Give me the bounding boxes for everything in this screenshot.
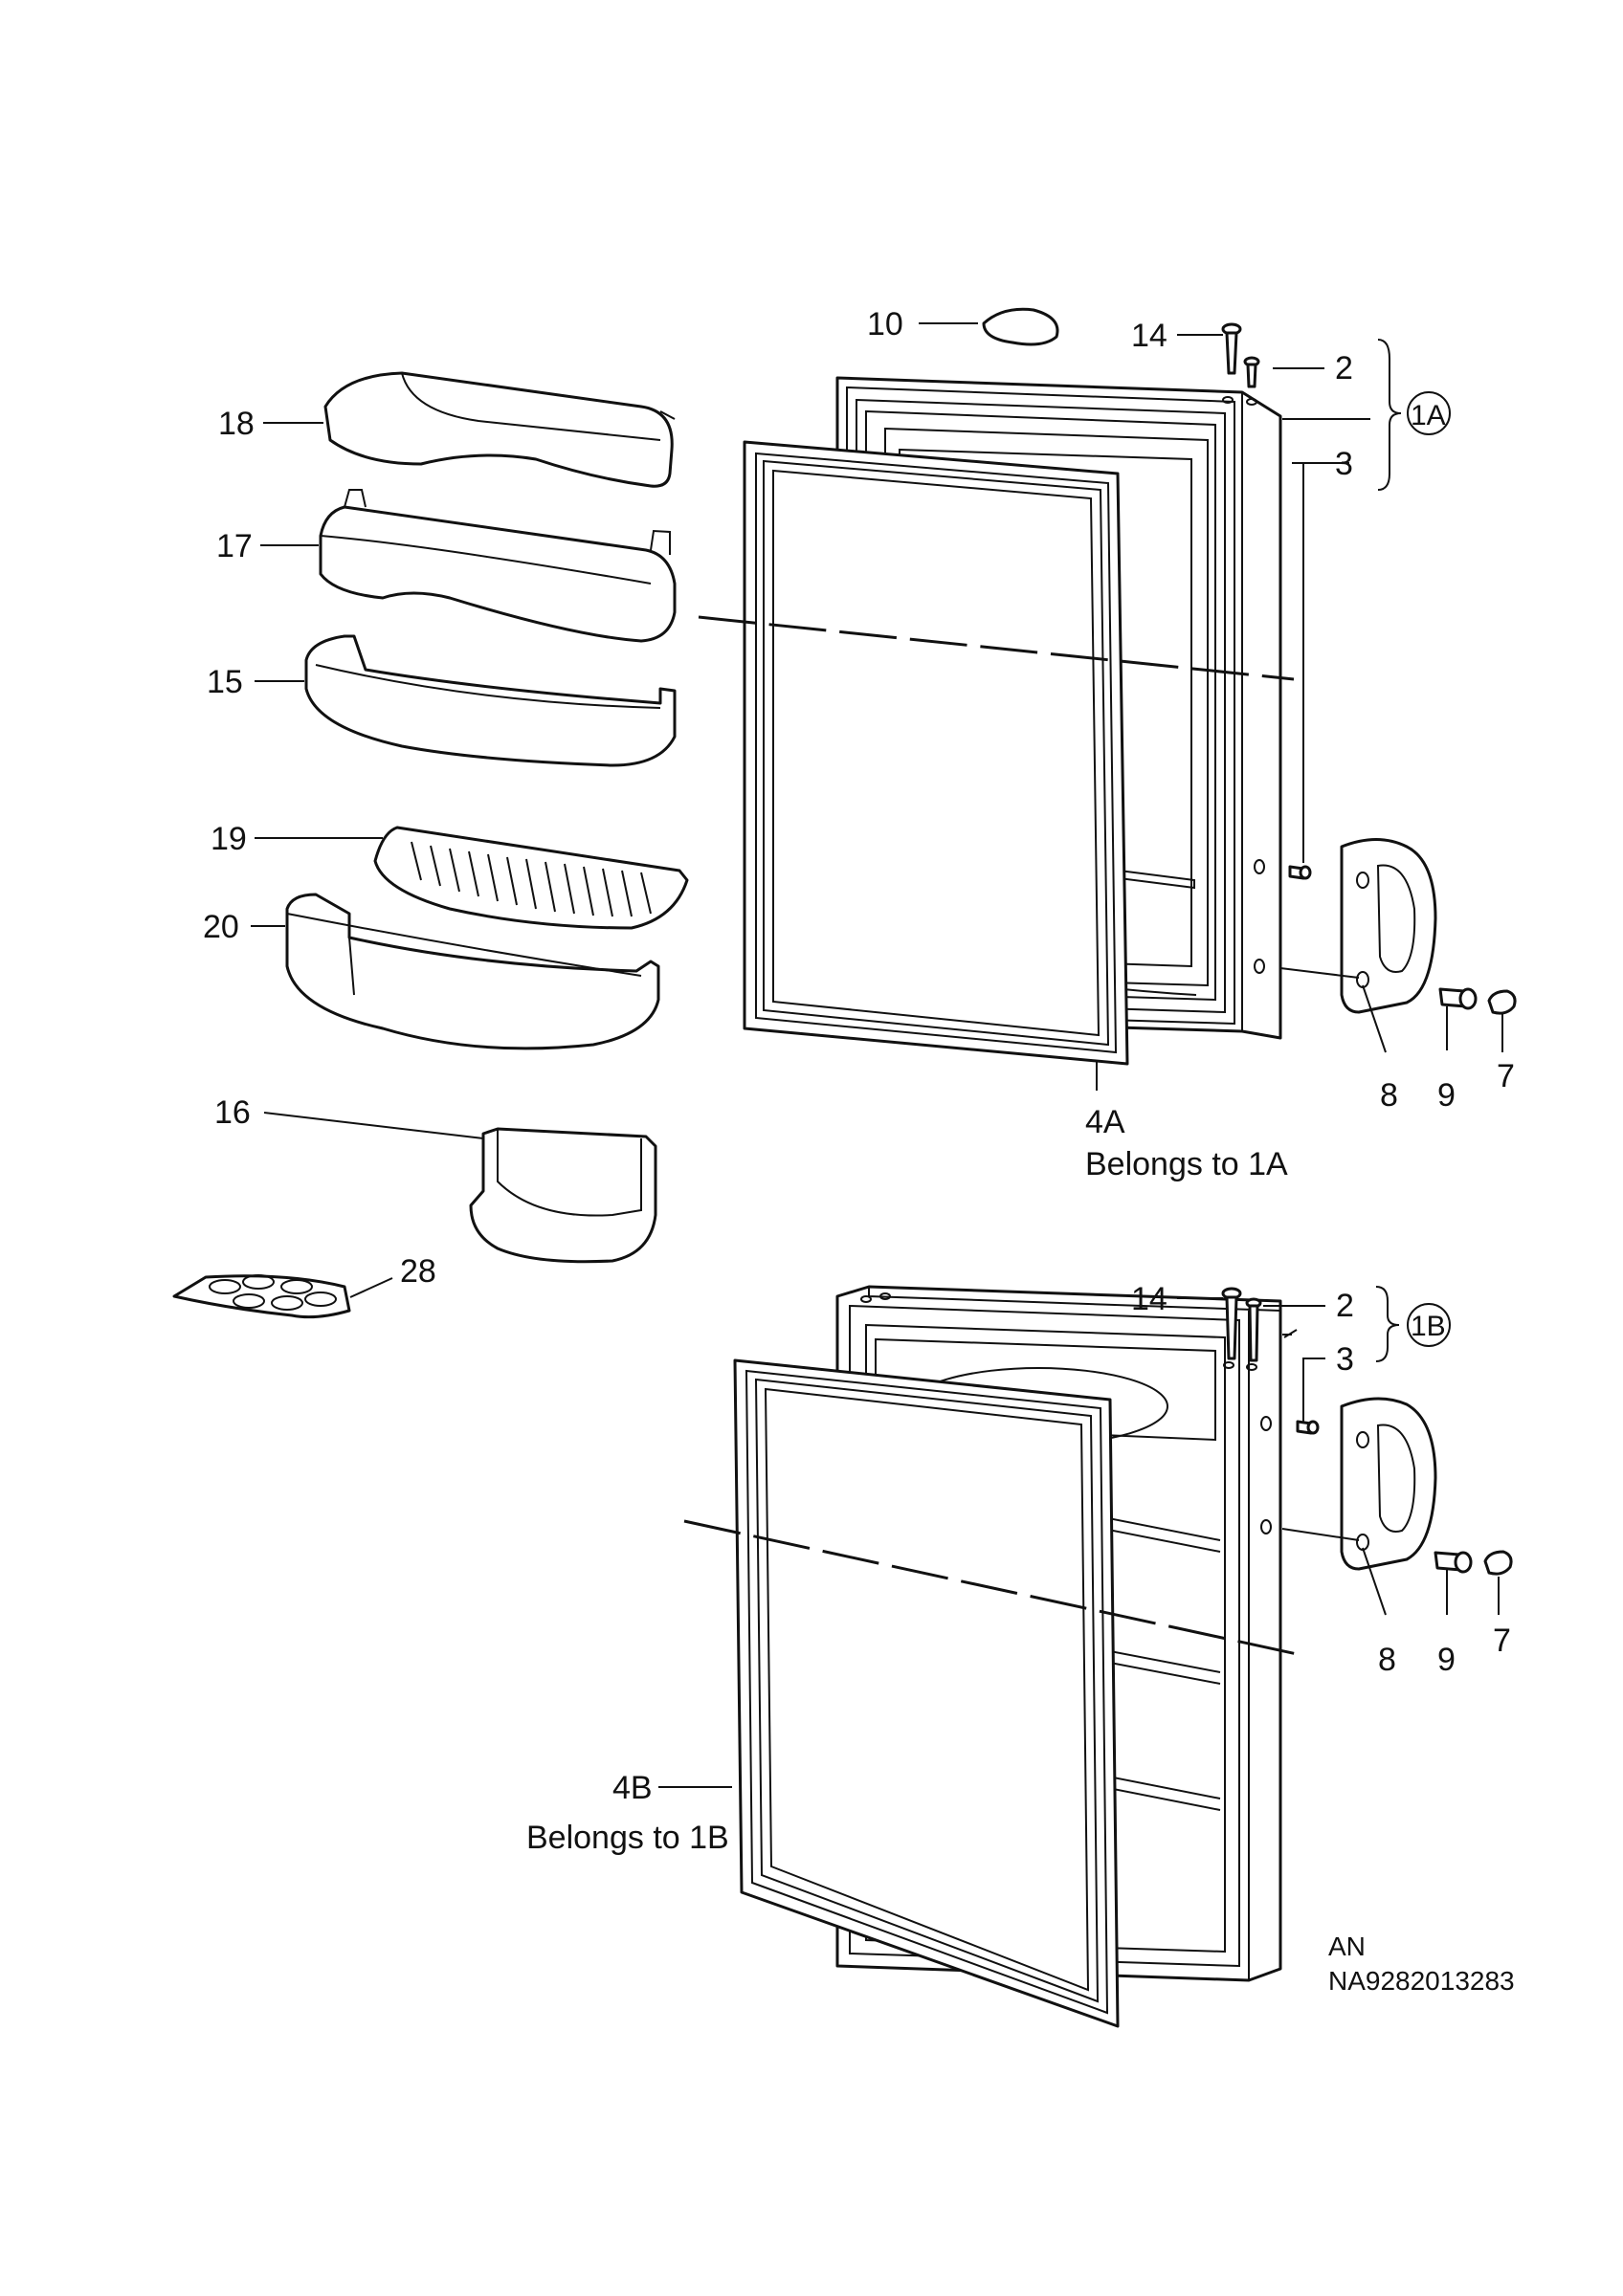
door-handle-upper bbox=[1340, 838, 1437, 1014]
circle-1b bbox=[1407, 1303, 1451, 1347]
label-3-upper: 3 bbox=[1335, 446, 1353, 482]
brace-1b bbox=[1375, 1286, 1400, 1362]
bottle-shelf-20 bbox=[285, 893, 660, 1050]
label-28: 28 bbox=[400, 1253, 436, 1290]
cap-7-lower bbox=[1483, 1550, 1513, 1576]
label-8-lower: 8 bbox=[1378, 1642, 1396, 1678]
label-document-number: NA9282013283 bbox=[1328, 1966, 1515, 1996]
screw-3-upper bbox=[1288, 865, 1312, 880]
axis-line-upper bbox=[698, 615, 1295, 681]
leader-lines bbox=[251, 322, 1503, 1788]
screw-9-lower bbox=[1434, 1551, 1473, 1574]
gasket-4b bbox=[733, 1358, 1120, 2028]
brace-1a bbox=[1377, 339, 1402, 491]
label-14-upper: 14 bbox=[1131, 318, 1167, 354]
label-an: AN bbox=[1328, 1932, 1366, 1961]
screw-3-lower bbox=[1296, 1420, 1320, 1435]
label-14-lower: 14 bbox=[1131, 1281, 1167, 1317]
cover-10 bbox=[982, 307, 1059, 346]
label-20: 20 bbox=[203, 909, 239, 945]
label-1b: 1B bbox=[1411, 1311, 1446, 1342]
door-shelf-15 bbox=[304, 634, 677, 767]
label-7-upper: 7 bbox=[1497, 1058, 1515, 1094]
door-handle-lower bbox=[1340, 1397, 1437, 1571]
label-9-upper: 9 bbox=[1437, 1077, 1456, 1114]
label-18: 18 bbox=[218, 406, 255, 442]
pin-14-upper bbox=[1221, 322, 1242, 375]
label-19: 19 bbox=[211, 821, 247, 857]
label-3-lower: 3 bbox=[1336, 1341, 1354, 1378]
label-4b: 4B bbox=[612, 1770, 653, 1806]
label-17: 17 bbox=[216, 528, 253, 564]
label-8-upper: 8 bbox=[1380, 1077, 1398, 1114]
door-shelf-17 bbox=[319, 489, 677, 643]
label-1a: 1A bbox=[1411, 400, 1446, 431]
label-15: 15 bbox=[207, 664, 243, 700]
label-9-lower: 9 bbox=[1437, 1642, 1456, 1678]
bottle-grid-19 bbox=[373, 826, 689, 930]
label-16: 16 bbox=[214, 1094, 251, 1131]
pin-2-lower bbox=[1245, 1297, 1262, 1362]
gasket-4a bbox=[743, 440, 1129, 1066]
axis-line-lower bbox=[683, 1519, 1302, 1657]
circle-1a bbox=[1407, 391, 1451, 435]
small-shelf-16 bbox=[469, 1127, 657, 1264]
pin-2-upper bbox=[1243, 356, 1260, 388]
label-10: 10 bbox=[867, 306, 903, 342]
cap-7-upper bbox=[1487, 989, 1517, 1015]
label-belongs-to-1a: Belongs to 1A bbox=[1085, 1146, 1288, 1182]
label-7-lower: 7 bbox=[1493, 1623, 1511, 1659]
label-2-lower: 2 bbox=[1336, 1288, 1354, 1324]
label-4a: 4A bbox=[1085, 1104, 1125, 1140]
pin-14-lower bbox=[1221, 1287, 1242, 1360]
egg-tray-28 bbox=[172, 1274, 351, 1319]
label-2-upper: 2 bbox=[1335, 350, 1353, 386]
label-belongs-to-1b: Belongs to 1B bbox=[526, 1820, 729, 1856]
dairy-lid-18 bbox=[323, 371, 676, 488]
screw-9-upper bbox=[1438, 987, 1478, 1010]
